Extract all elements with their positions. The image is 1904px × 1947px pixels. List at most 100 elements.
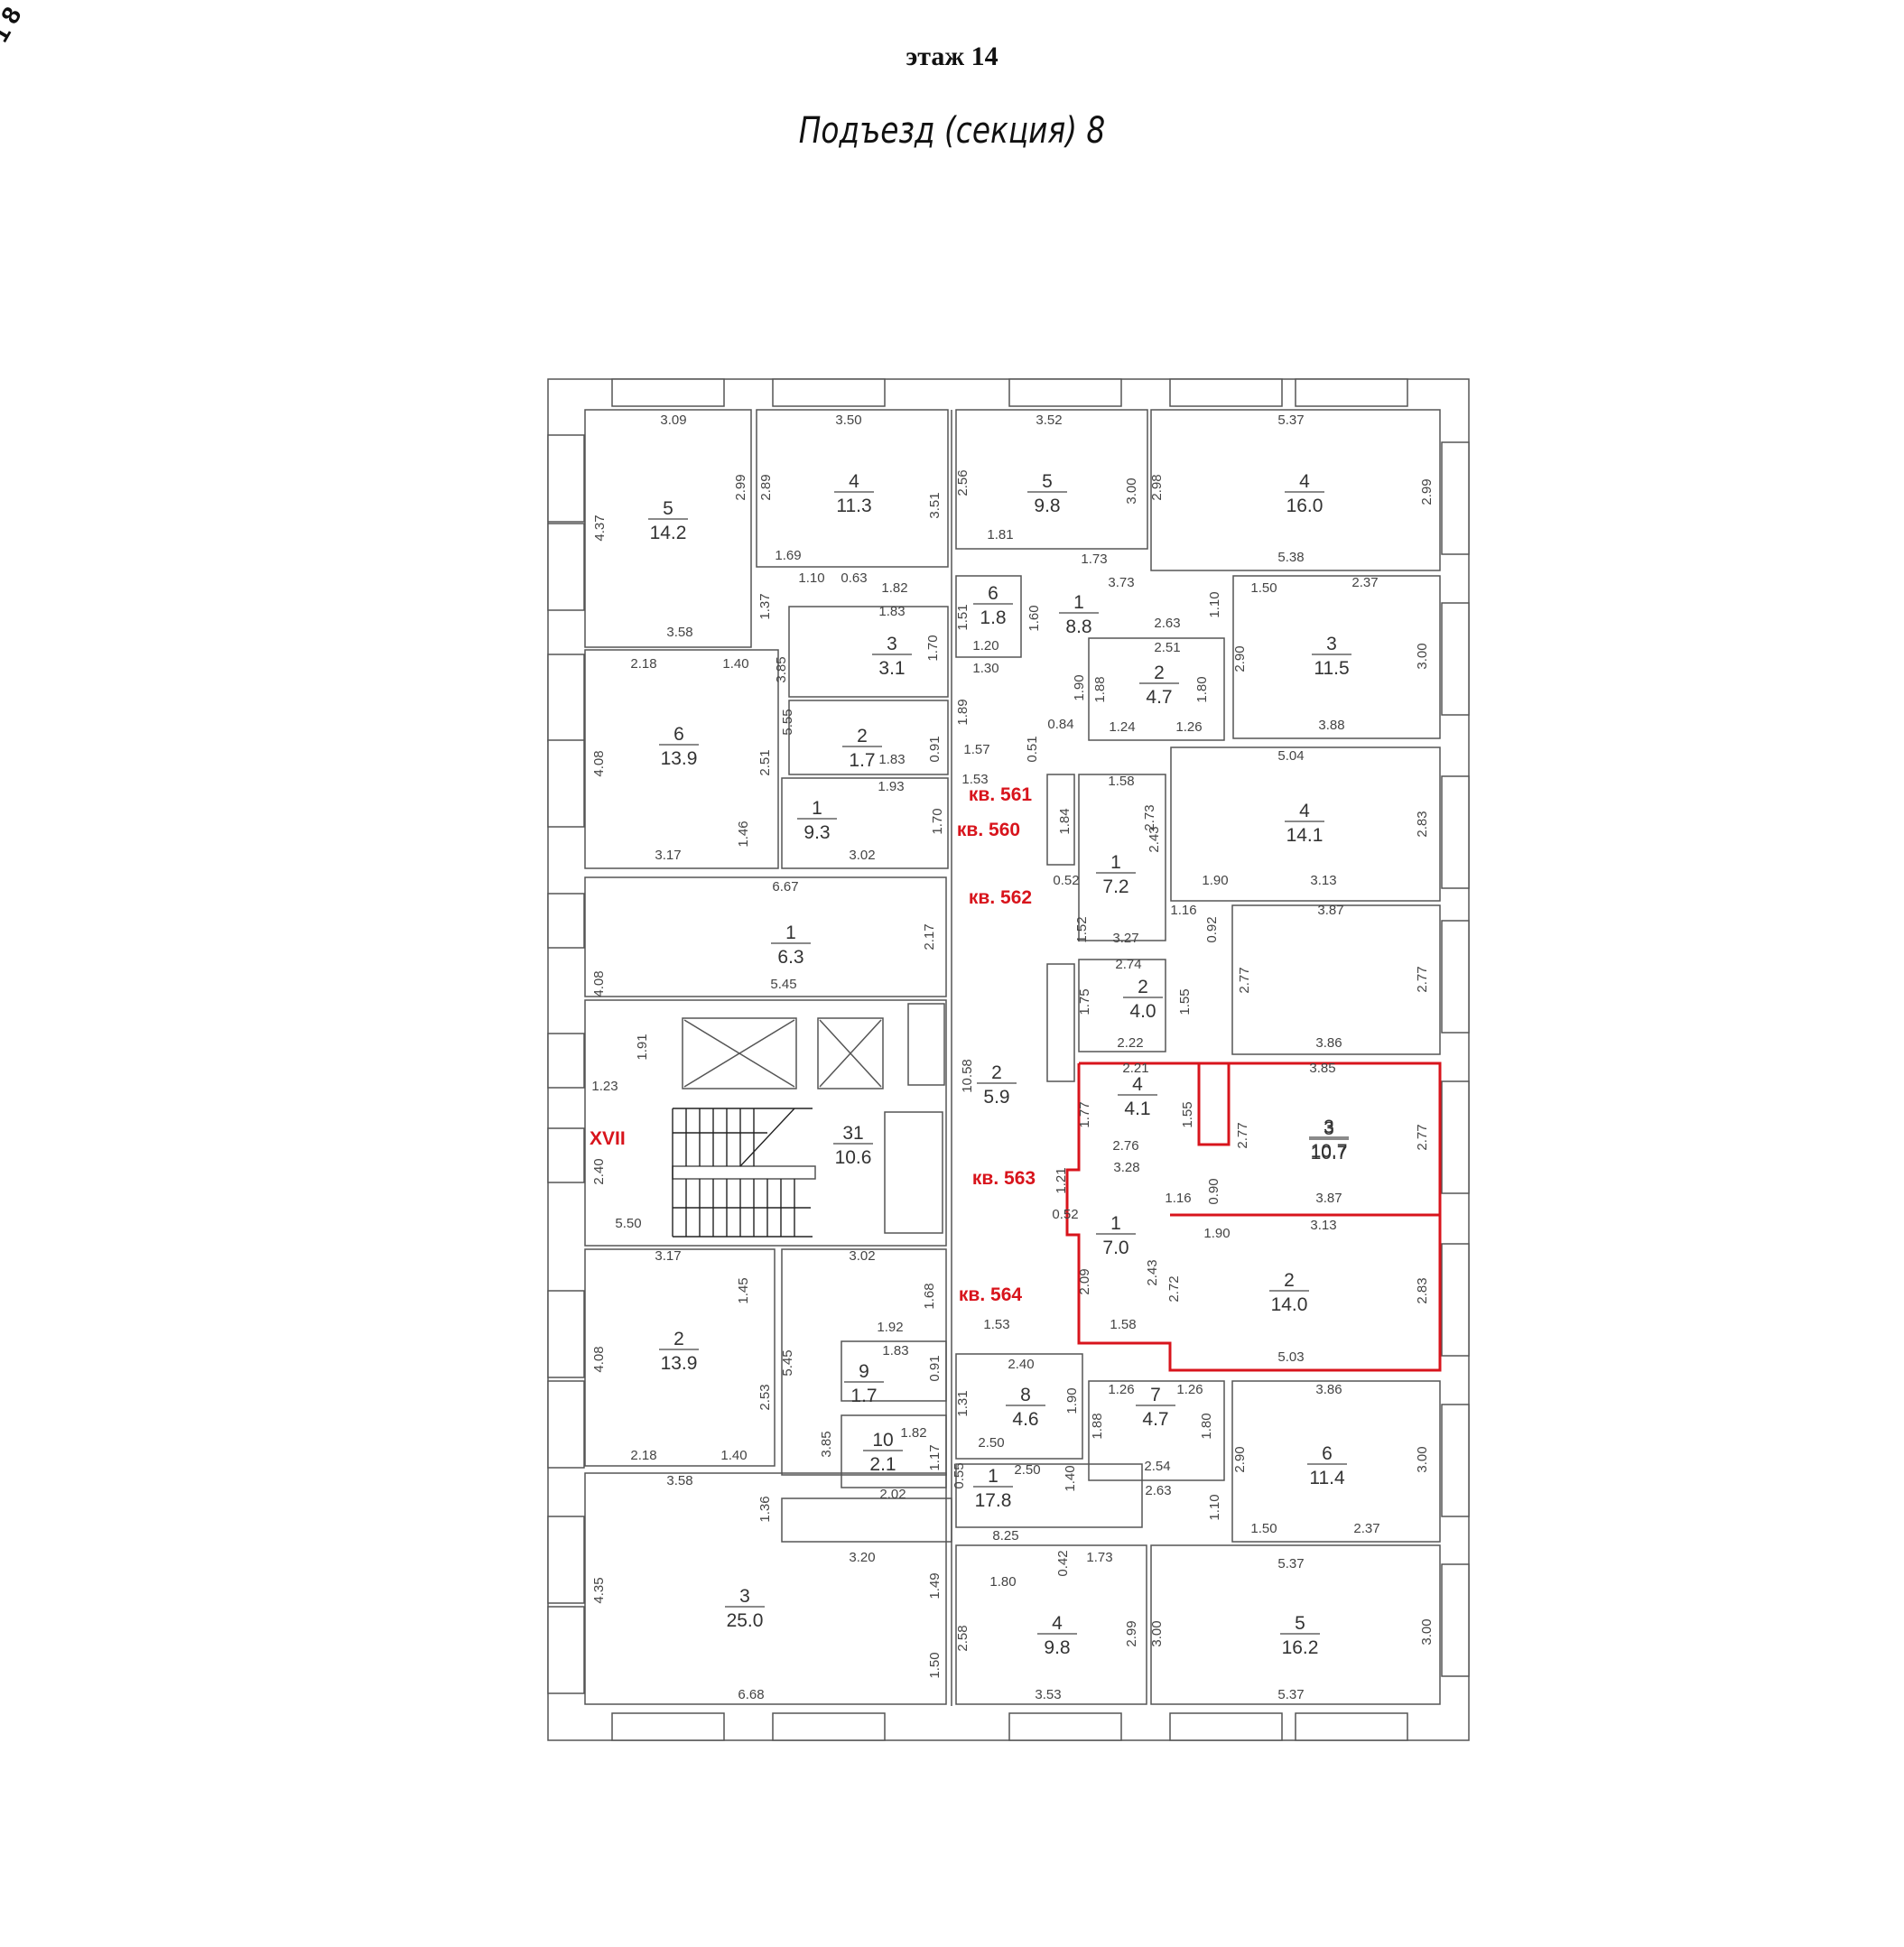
room-area: 7.0 [1102, 1238, 1128, 1258]
dimension-v: 2.77 [1235, 1122, 1250, 1148]
room-area: 5.9 [983, 1087, 1009, 1108]
dimension-v: 1.10 [1207, 1494, 1222, 1520]
room-area: 7.2 [1102, 876, 1128, 897]
dimension-h: 3.87 [1315, 1191, 1342, 1206]
room-area: 25.0 [727, 1610, 764, 1631]
dimension-v: 2.83 [1415, 1277, 1430, 1303]
dimension-h: 3.87 [1317, 903, 1343, 918]
dimension-v: 0.90 [1206, 1178, 1221, 1204]
room-number: 7 [1150, 1385, 1161, 1405]
dimension-v: 1.37 [757, 593, 773, 619]
room-number: 3 [1326, 634, 1337, 654]
dimension-v: 2.40 [591, 1158, 607, 1184]
room-number: 4 [1052, 1613, 1063, 1634]
dimension-v: 10.58 [960, 1059, 975, 1093]
dimension-v: 1.80 [1194, 676, 1210, 702]
dimension-h: 1.80 [989, 1574, 1016, 1590]
dimension-v: 5.45 [780, 1349, 795, 1376]
dimension-h: 1.26 [1176, 1382, 1203, 1397]
dimension-h: 3.28 [1113, 1160, 1139, 1175]
dimension-v: 1.51 [955, 604, 971, 630]
room-area: 11.5 [1314, 658, 1349, 679]
dimension-v: 1.46 [736, 821, 751, 847]
dimension-h: 3.13 [1310, 1218, 1336, 1233]
dimension-h: 1.30 [972, 661, 998, 676]
dimension-h: 0.52 [1053, 873, 1079, 888]
room-area: 4.6 [1012, 1409, 1038, 1430]
room-area: 3.1 [878, 658, 905, 679]
dimension-h: 1.58 [1110, 1317, 1136, 1332]
dimension-v: 1.84 [1057, 808, 1073, 834]
room-area: 13.9 [661, 1353, 698, 1374]
apartment-label: кв. 564 [959, 1284, 1022, 1305]
dimension-v: 2.99 [733, 474, 748, 500]
dimension-h: 2.40 [1008, 1357, 1034, 1372]
dimension-v: 1.91 [635, 1034, 650, 1060]
dimension-h: 1.92 [877, 1320, 903, 1335]
dimension-h: 1.57 [963, 742, 989, 757]
dimension-v: 0.42 [1055, 1550, 1071, 1576]
dimension-h: 3.86 [1315, 1035, 1342, 1051]
dimension-h: 2.54 [1144, 1459, 1170, 1474]
room-area: 4.1 [1124, 1099, 1150, 1119]
room-number: 3 [1324, 1117, 1334, 1137]
dimension-v: 0.55 [952, 1462, 967, 1488]
dimension-h: 2.37 [1353, 1521, 1379, 1536]
room-area: 10.7 [1311, 1141, 1348, 1162]
dimension-h: 8.25 [992, 1528, 1018, 1544]
room-area: 11.3 [836, 496, 871, 516]
dimension-h: 1.16 [1165, 1191, 1191, 1206]
room-area: 4.7 [1146, 687, 1172, 708]
room-area: 17.8 [975, 1490, 1012, 1511]
dimension-h: 2.22 [1117, 1035, 1143, 1051]
dimension-v: 2.43 [1147, 826, 1162, 852]
section-title: Подъезд (секция) 8 [798, 110, 1106, 152]
corner-mark: 1 8 [0, 2, 27, 46]
dimension-h: 3.52 [1036, 413, 1062, 428]
dimension-v: 2.99 [1419, 478, 1435, 505]
room-area: 1.7 [850, 1386, 877, 1406]
dimension-v: 2.09 [1077, 1268, 1092, 1294]
room-area: 13.9 [661, 748, 698, 769]
dimension-h: 5.37 [1277, 413, 1304, 428]
dimension-h: 5.50 [615, 1216, 641, 1231]
dimension-v: 1.49 [927, 1572, 943, 1599]
dimension-h: 3.27 [1112, 931, 1138, 946]
stair-label: XVII [590, 1128, 626, 1149]
room-area: 9.3 [803, 822, 830, 843]
dimension-v: 1.77 [1077, 1101, 1092, 1127]
room-area: 1.7 [849, 750, 875, 771]
dimension-v: 3.51 [927, 492, 943, 518]
dimension-v: 2.17 [922, 923, 937, 950]
dimension-v: 1.45 [736, 1277, 751, 1303]
room-number: 1 [785, 923, 796, 943]
dimension-h: 1.10 [798, 570, 824, 586]
room-area: 10.6 [835, 1147, 872, 1168]
dimension-v: 2.89 [758, 474, 774, 500]
room-number: 5 [663, 498, 673, 519]
apartment-label: кв. 560 [957, 820, 1020, 840]
room-number: 6 [988, 583, 998, 604]
dimension-h: 1.82 [881, 580, 907, 596]
dimension-h: 2.18 [630, 656, 656, 672]
dimension-h: 2.18 [630, 1448, 656, 1463]
room-area: 2.1 [869, 1454, 896, 1475]
room-area: 9.8 [1044, 1637, 1070, 1658]
dimension-h: 3.09 [660, 413, 686, 428]
dimension-v: 1.88 [1092, 676, 1108, 702]
dimension-v: 2.99 [1124, 1620, 1139, 1646]
room-number: 3 [739, 1586, 750, 1607]
room-number: 2 [1154, 663, 1165, 683]
room-number: 1 [1073, 592, 1084, 613]
dimension-v: 1.60 [1026, 605, 1042, 631]
room-number: 8 [1020, 1385, 1031, 1405]
dimension-h: 1.40 [720, 1448, 747, 1463]
dimension-h: 1.53 [961, 772, 988, 787]
room-number: 2 [991, 1062, 1002, 1083]
dimension-v: 1.17 [927, 1444, 943, 1470]
dimension-h: 1.82 [900, 1425, 926, 1441]
room-area: 9.8 [1034, 496, 1060, 516]
dimension-v: 1.21 [1054, 1167, 1069, 1193]
room-number: 1 [812, 798, 822, 819]
